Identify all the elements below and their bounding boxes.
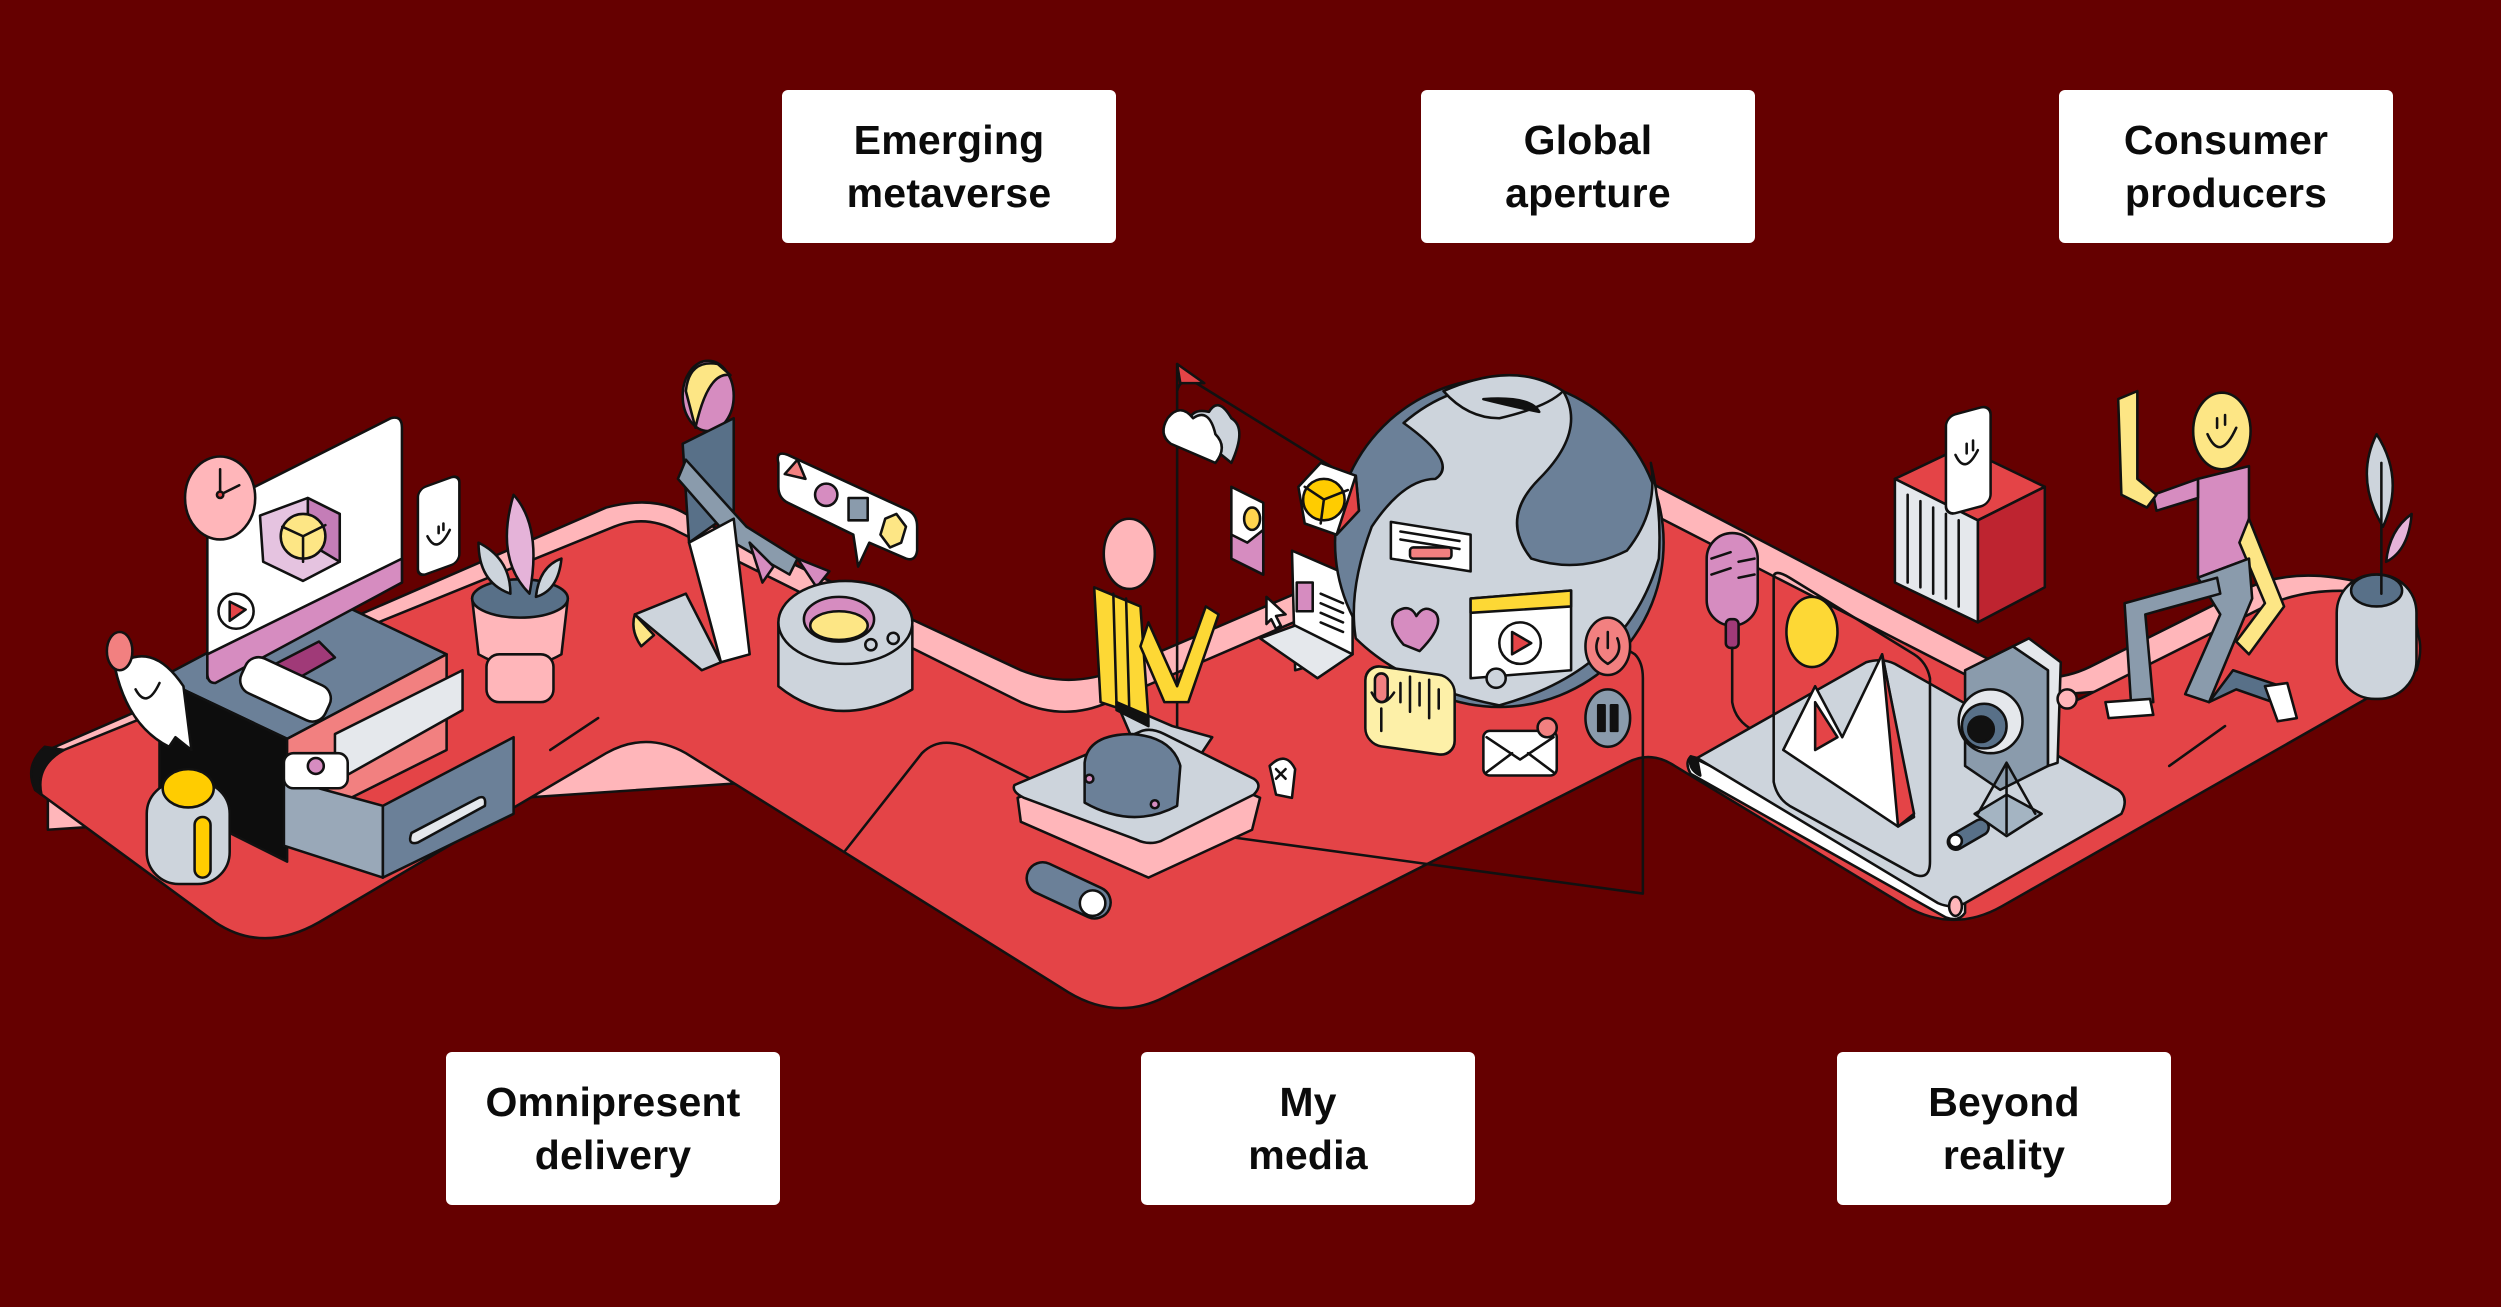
smiley-card-icon bbox=[416, 475, 461, 577]
label-bubble-global-aperture: Global aperture bbox=[1421, 90, 1755, 243]
speech-bubble-icon bbox=[105, 630, 193, 752]
label-bubble-consumer-producers: Consumer producers bbox=[2059, 90, 2393, 243]
cursor-icon bbox=[1265, 595, 1287, 631]
zone-omnipresent-delivery bbox=[105, 416, 570, 886]
play-icon bbox=[217, 592, 255, 631]
document-icon bbox=[1258, 549, 1354, 680]
monitor-base bbox=[206, 557, 404, 685]
label-line-1: My bbox=[1279, 1078, 1337, 1125]
floor-line bbox=[844, 741, 1039, 852]
label-line-2: metaverse bbox=[846, 169, 1052, 216]
bubble-box: My media bbox=[1141, 1052, 1475, 1205]
person-dancing-icon bbox=[2104, 389, 2299, 723]
smart-speaker-icon bbox=[777, 579, 914, 713]
video-player-icon bbox=[1469, 589, 1573, 690]
file-drawer-icon bbox=[282, 668, 515, 879]
bubble-box: Omnipresent delivery bbox=[446, 1052, 780, 1205]
label-line-1: Emerging bbox=[853, 116, 1045, 163]
label-bubble-omnipresent-delivery: Omnipresent delivery bbox=[446, 1052, 780, 1205]
label-line-1: Beyond bbox=[1928, 1078, 2080, 1125]
zone-beyond-reality bbox=[1686, 405, 2126, 921]
shapes-bubble-icon bbox=[776, 452, 919, 568]
vr-panel-icon bbox=[1772, 571, 1932, 878]
zone-my-media bbox=[1012, 362, 1645, 920]
clock-icon bbox=[183, 455, 257, 541]
person-kneeling-icon bbox=[632, 359, 831, 672]
label-bubble-beyond-reality: Beyond reality bbox=[1837, 1052, 2171, 1205]
voice-message-icon bbox=[1364, 665, 1456, 756]
label-line-1: Consumer bbox=[2123, 116, 2329, 163]
label-bubble-my-media: My media bbox=[1141, 1052, 1475, 1205]
cube-icon bbox=[258, 496, 342, 583]
close-card-icon bbox=[1268, 757, 1297, 800]
bubble-box: Global aperture bbox=[1421, 90, 1755, 243]
bubble-box: Consumer producers bbox=[2059, 90, 2393, 243]
cloud-icon bbox=[1162, 404, 1241, 465]
label-bubble-emerging-metaverse: Emerging metaverse bbox=[782, 90, 1116, 243]
notification-card-icon bbox=[1389, 520, 1472, 573]
mouse-icon bbox=[238, 655, 333, 723]
panel-corner bbox=[1175, 362, 1206, 385]
microphone-icon bbox=[1705, 531, 1759, 733]
cup-icon bbox=[145, 767, 231, 886]
zone-emerging-metaverse bbox=[632, 359, 919, 713]
platform-edge bbox=[29, 745, 66, 796]
desk-side bbox=[158, 676, 289, 863]
floor-line bbox=[549, 716, 600, 752]
zone-global-aperture bbox=[1297, 373, 1665, 777]
label-line-1: Global bbox=[1523, 116, 1653, 163]
mail-icon bbox=[1482, 716, 1559, 777]
heart-icon bbox=[1390, 606, 1440, 653]
label-line-2: reality bbox=[1942, 1131, 2066, 1178]
bubble-box: Beyond reality bbox=[1837, 1052, 2171, 1205]
toggle-switch-icon bbox=[1025, 861, 1112, 920]
plant-icon bbox=[470, 493, 570, 704]
tripod-icon bbox=[1973, 761, 2043, 838]
cube-gem-icon bbox=[1297, 461, 1361, 536]
zone-consumer-producers bbox=[2104, 389, 2418, 723]
pedestal-icon bbox=[1012, 728, 1262, 879]
power-icon bbox=[1584, 616, 1632, 677]
smiley-card-icon bbox=[1944, 405, 1992, 515]
bubble-box: Emerging metaverse bbox=[782, 90, 1116, 243]
pyramid-icon bbox=[1781, 653, 1916, 828]
image-icon bbox=[1230, 485, 1265, 576]
label-line-1: Omnipresent bbox=[485, 1078, 741, 1125]
vase-icon bbox=[2335, 432, 2418, 701]
label-line-2: aperture bbox=[1505, 169, 1671, 216]
pause-icon bbox=[1584, 688, 1632, 749]
floor-line bbox=[2167, 724, 2227, 768]
label-line-2: media bbox=[1248, 1131, 1368, 1178]
label-line-2: delivery bbox=[534, 1131, 692, 1178]
label-line-2: producers bbox=[2124, 169, 2328, 216]
camera-icon bbox=[1957, 637, 2078, 792]
